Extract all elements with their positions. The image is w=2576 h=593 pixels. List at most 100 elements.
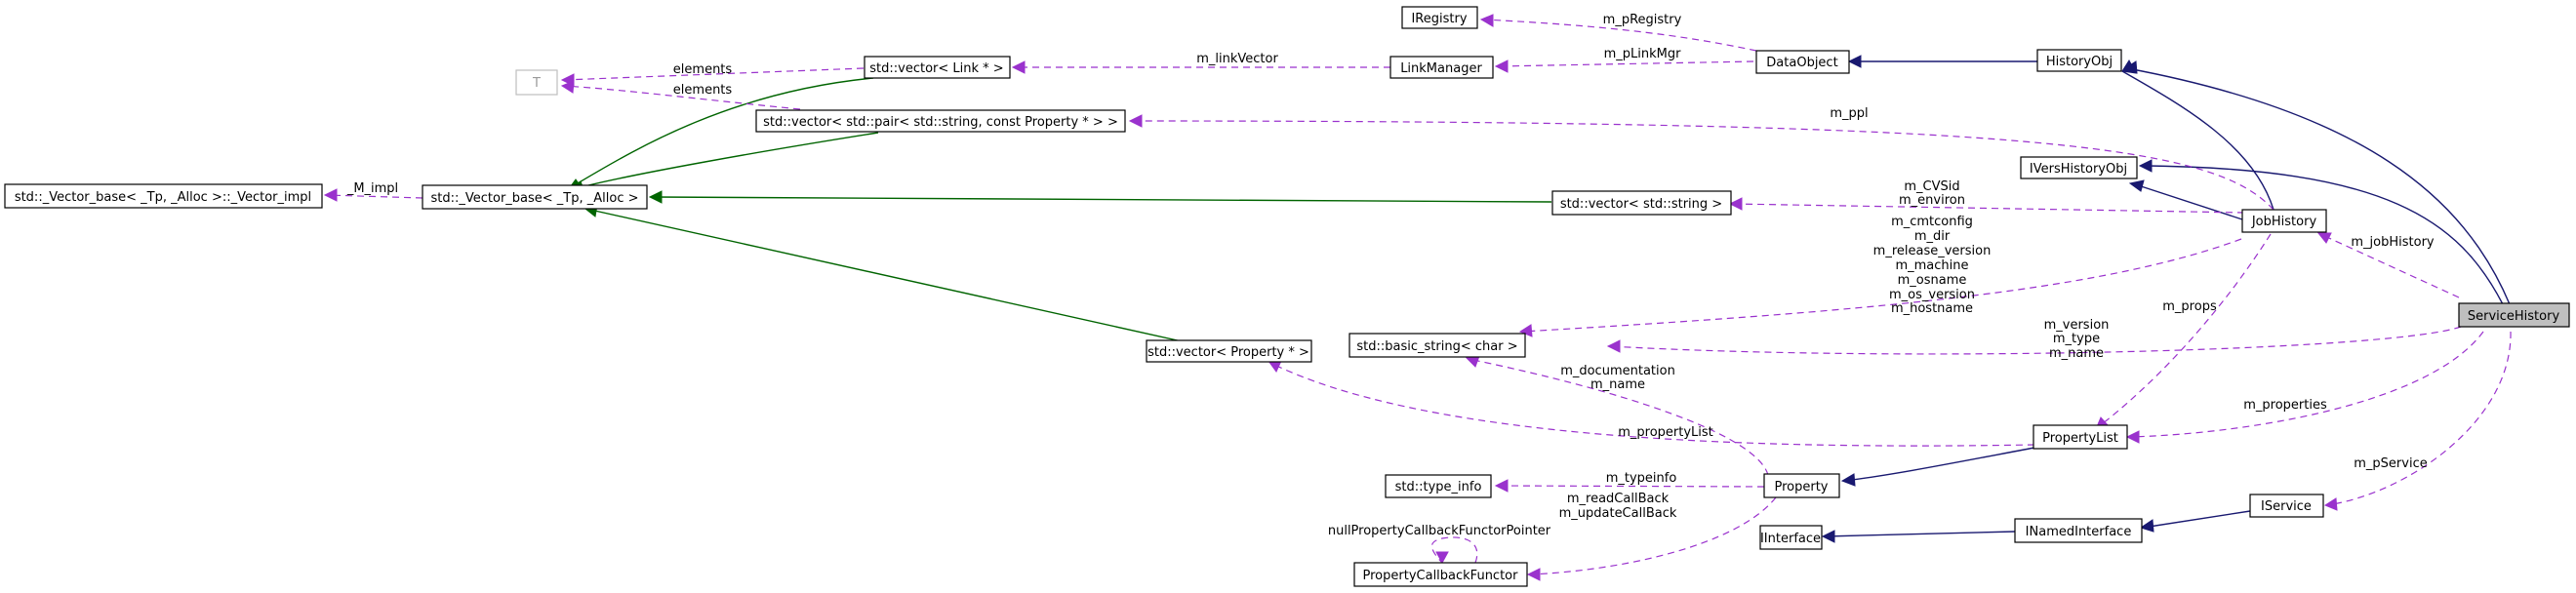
node-label-iservice: IService <box>2261 499 2312 514</box>
node-property-callback-functor[interactable]: PropertyCallbackFunctor <box>1353 562 1528 587</box>
edge-label-m-version: m_version <box>2044 318 2110 333</box>
node-label-service-history: ServiceHistory <box>2468 309 2560 324</box>
edge-vectorpair-t <box>563 85 801 110</box>
node-vector-impl[interactable]: std::_Vector_base< _Tp, _Alloc >::_Vecto… <box>4 183 323 209</box>
arrow-head <box>560 80 575 94</box>
node-link-manager[interactable]: LinkManager <box>1389 56 1494 79</box>
edge-callbackfunctor-self <box>1430 536 1478 564</box>
edge-inamed-iinterface <box>1824 531 2016 537</box>
edge-label-m-readcallback: m_readCallBack <box>1567 492 1670 506</box>
edge-servicehistory-basicstring <box>1609 326 2462 355</box>
arrow-head <box>2123 60 2138 74</box>
edge-label-m-plinkmgr: m_pLinkMgr <box>1604 47 1682 61</box>
edge-label-m-propertylist: m_propertyList <box>1618 425 1713 440</box>
node-label-iregistry: IRegistry <box>1411 12 1467 26</box>
edge-historyobj-jobhistory <box>2121 70 2274 211</box>
edge-jobhistory-propertylist <box>2097 233 2272 428</box>
node-label-type-info: std::type_info <box>1395 480 1482 494</box>
edge-label-m-environ: m_environ <box>1899 193 1965 208</box>
node-history-obj[interactable]: HistoryObj <box>2036 49 2122 72</box>
node-vector-pair[interactable]: std::vector< std::pair< std::string, con… <box>755 109 1126 133</box>
edge-label-m-type: m_type <box>2053 332 2100 346</box>
edge-jobhistory-basicstring <box>1521 238 2242 333</box>
edge-label-m-dir: m_dir <box>1914 229 1951 244</box>
node-ivers-history-obj[interactable]: IVersHistoryObj <box>2020 156 2138 179</box>
edge-propertylist-vectorproperty <box>1269 362 2035 447</box>
arrow-head <box>1268 360 1282 373</box>
node-basic-string[interactable]: std::basic_string< char > <box>1348 333 1526 358</box>
edge-label-elements: elements <box>673 62 733 77</box>
arrow-head <box>2125 430 2140 444</box>
edge-property-basicstring <box>1468 358 1769 476</box>
edge-label-m-machine: m_machine <box>1895 258 1968 273</box>
node-data-object[interactable]: DataObject <box>1755 50 1850 74</box>
node-iservice[interactable]: IService <box>2249 494 2324 518</box>
node-property-list[interactable]: PropertyList <box>2033 424 2128 450</box>
node-vector-link[interactable]: std::vector< Link * > <box>864 56 1011 79</box>
node-inamed-interface[interactable]: INamedInterface <box>2014 518 2143 543</box>
edge-dataobject-iregistry <box>1482 19 1757 52</box>
edge-iversobj-jobhistory <box>2131 182 2243 220</box>
node-label-vector-base: std::_Vector_base< _Tp, _Alloc > <box>430 191 638 206</box>
arrow-head <box>323 188 338 202</box>
arrow-head <box>1435 551 1449 565</box>
arrow-head <box>1526 568 1541 581</box>
edge-servicehistory-jobhistory <box>2319 233 2460 298</box>
edge-dataobject-linkmanager <box>1497 60 1754 67</box>
arrow-head <box>1606 339 1621 353</box>
edge-label-elements: elements <box>673 83 733 98</box>
node-label-data-object: DataObject <box>1766 56 1837 70</box>
node-label-basic-string: std::basic_string< char > <box>1356 339 1517 354</box>
edge-propertylist-property <box>1843 447 2035 482</box>
node-label-vector-impl: std::_Vector_base< _Tp, _Alloc >::_Vecto… <box>15 190 311 205</box>
edge-historyobj-servicehistory <box>2126 67 2511 305</box>
edge-label-m-cvsid: m_CVSid <box>1904 179 1959 194</box>
edge-label-m-props: m_props <box>2162 299 2217 314</box>
arrow-head <box>1847 55 1862 68</box>
edge-label-m-properties: m_properties <box>2243 398 2327 413</box>
node-label-template-t: T <box>532 76 541 91</box>
edge-label-m-hostname: m_hostname <box>1891 301 1973 316</box>
edge-jobhistory-vectorpair <box>1131 120 2274 211</box>
arrow-head <box>1479 14 1494 27</box>
node-vector-string[interactable]: std::vector< std::string > <box>1551 190 1732 216</box>
edge-property-typeinfo <box>1497 485 1765 488</box>
node-property[interactable]: Property <box>1763 473 1840 498</box>
edge-label-m-os-version: m_os_version <box>1889 288 1975 302</box>
node-label-ivers-history-obj: IVersHistoryObj <box>2030 162 2127 177</box>
arrow-head <box>1494 59 1509 73</box>
edge-label-m-name: m_name <box>2049 346 2104 361</box>
edge-vectorstring-vectorbase <box>653 196 1552 203</box>
edge-vectorlink-vectorbase <box>570 77 874 188</box>
edge-label-m-name: m_name <box>1590 377 1645 392</box>
node-vector-base[interactable]: std::_Vector_base< _Tp, _Alloc > <box>422 184 648 210</box>
arrow-head <box>2139 519 2154 533</box>
arrow-head <box>2323 497 2338 511</box>
arrow-head <box>2128 179 2145 192</box>
edge-property-callbackfunctor <box>1529 496 1777 575</box>
node-label-job-history: JobHistory <box>2251 215 2317 229</box>
node-vector-property[interactable]: std::vector< Property * > <box>1146 339 1312 363</box>
node-iregistry[interactable]: IRegistry <box>1401 6 1478 29</box>
edge-label-null-functor-pointer: nullPropertyCallbackFunctorPointer <box>1328 524 1551 538</box>
edge-label-m-documentation: m_documentation <box>1560 364 1675 378</box>
node-label-vector-property: std::vector< Property * > <box>1147 345 1309 360</box>
node-label-vector-link: std::vector< Link * > <box>869 61 1003 76</box>
edge-label-m-linkvector: m_linkVector <box>1196 52 1278 66</box>
node-type-info[interactable]: std::type_info <box>1385 474 1492 498</box>
edge-servicehistory-iservice <box>2326 331 2512 506</box>
edge-vectorlink-t <box>563 67 865 81</box>
node-template-t[interactable]: T <box>515 69 558 96</box>
node-label-history-obj: HistoryObj <box>2046 55 2113 69</box>
node-service-history[interactable]: ServiceHistory <box>2458 302 2570 328</box>
edge-vectorpair-vectorbase <box>580 132 879 188</box>
edge-label-m-release-version: m_release_version <box>1873 244 1992 258</box>
edge-label-m-updatecallback: m_updateCallBack <box>1559 506 1677 521</box>
arrow-head <box>1728 197 1743 211</box>
node-iinterface[interactable]: IInterface <box>1759 525 1823 550</box>
arrow-head <box>1128 114 1143 128</box>
edge-vectorbase-vectorimpl <box>326 194 423 199</box>
arrow-head <box>1011 60 1026 74</box>
node-job-history[interactable]: JobHistory <box>2241 209 2327 233</box>
edge-label-m-jobhistory: m_jobHistory <box>2351 235 2435 250</box>
